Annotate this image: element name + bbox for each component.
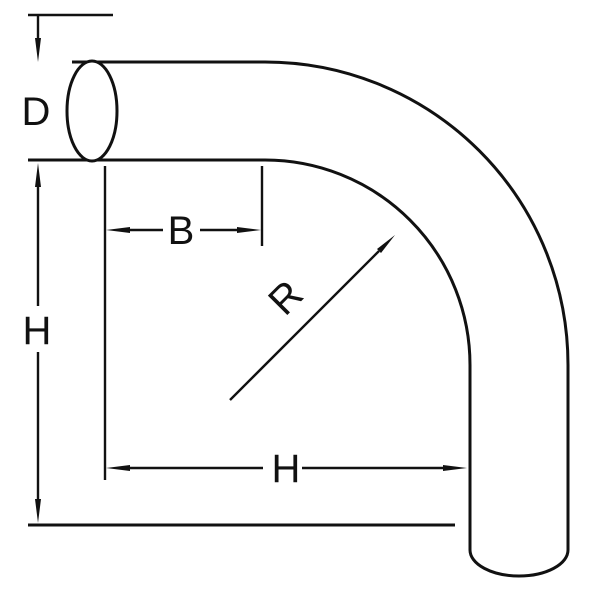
label-bend-radius: R: [260, 272, 312, 324]
diameter-arrowhead-down-icon: [35, 38, 41, 62]
label-height-left: H: [23, 309, 52, 353]
h-bottom-arrowhead-left-icon: [106, 465, 130, 471]
b-arrowhead-right-icon: [237, 227, 261, 233]
radius-leader-line: [229, 250, 380, 401]
pipe-inner-wall: [28, 158, 472, 550]
pipe-open-end-ellipse: [65, 59, 119, 163]
h-bottom-arrowhead-right-icon: [443, 465, 467, 471]
label-diameter: D: [22, 90, 51, 134]
label-offset-b: B: [168, 209, 195, 253]
radius-arrowhead-icon: [377, 235, 395, 253]
height-left-arrowhead-up-icon: [35, 163, 41, 187]
pipe-outer-wall: [72, 60, 570, 550]
height-left-arrowhead-down-icon: [35, 499, 41, 523]
pipe-bottom-end-cap: [468, 549, 570, 578]
b-arrowhead-left-icon: [106, 227, 130, 233]
label-height-bottom: H: [272, 447, 301, 491]
